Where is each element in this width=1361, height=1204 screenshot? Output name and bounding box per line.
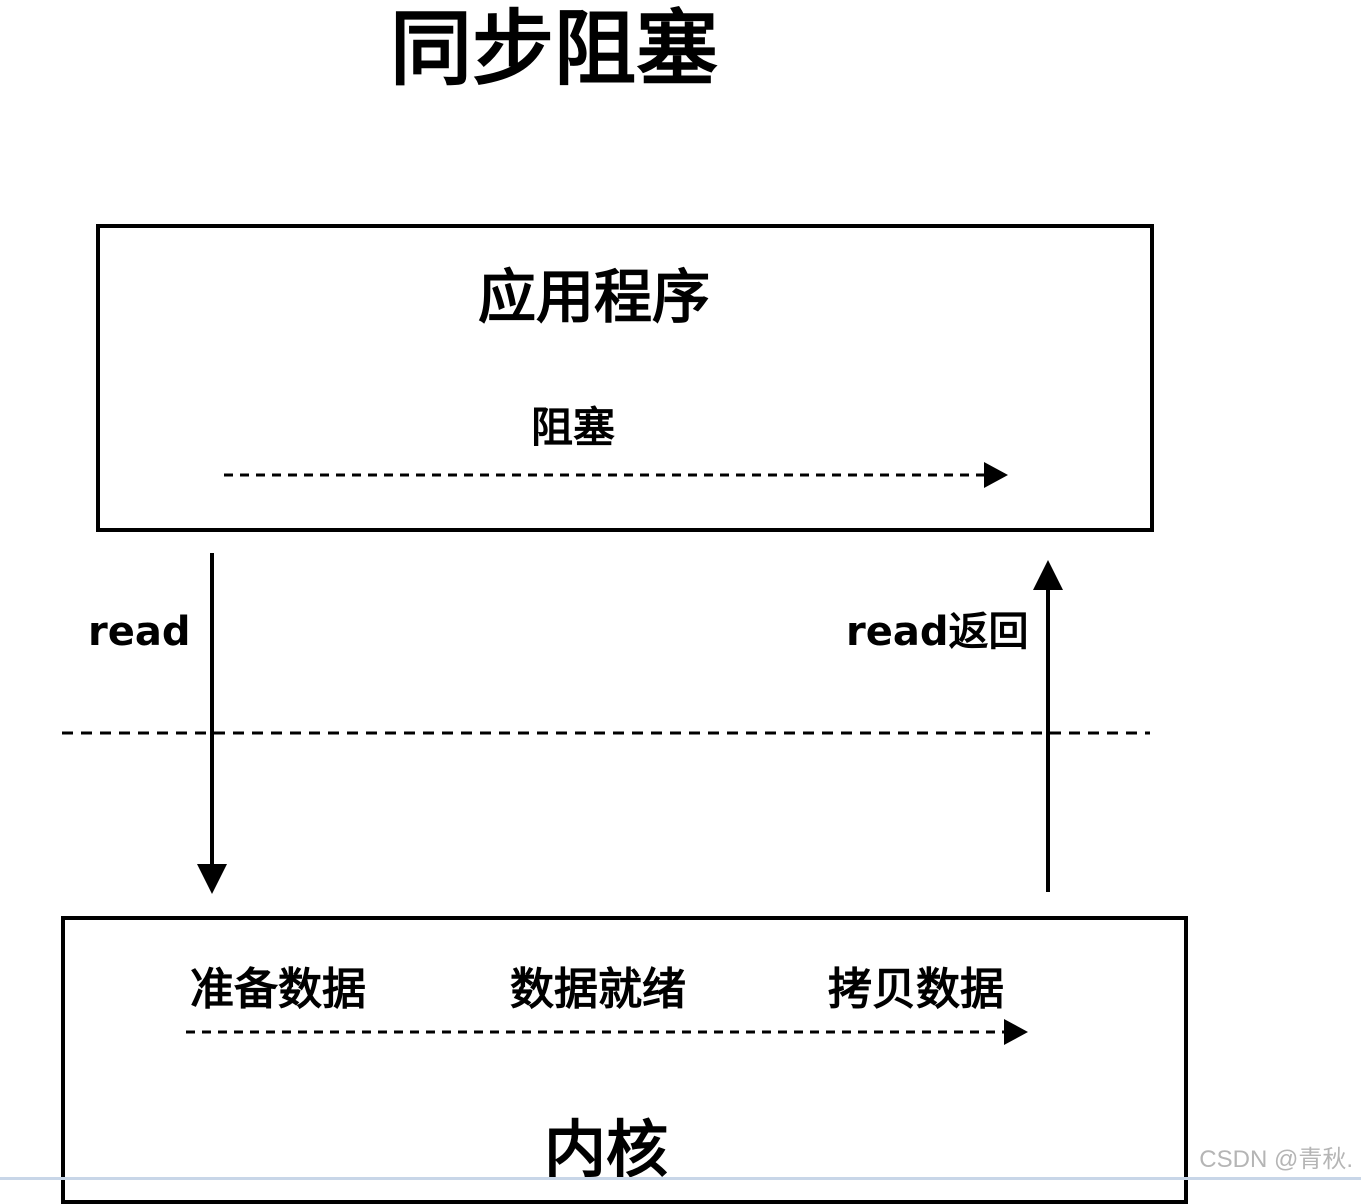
read-arrowhead bbox=[197, 864, 227, 894]
read-return-label: read返回 bbox=[846, 609, 1029, 655]
diagram-title: 同步阻塞 bbox=[390, 2, 719, 97]
read-return-arrowhead bbox=[1033, 560, 1063, 590]
kernel-label: 内核 bbox=[544, 1113, 669, 1186]
kernel-step-copy: 拷贝数据 bbox=[828, 964, 1004, 1015]
read-call-label: read bbox=[88, 609, 191, 655]
blocking-arrowhead bbox=[984, 462, 1008, 488]
kernel-step-ready: 数据就绪 bbox=[510, 964, 686, 1015]
application-label: 应用程序 bbox=[478, 263, 711, 331]
blocking-label: 阻塞 bbox=[531, 403, 616, 452]
watermark: CSDN @青秋. bbox=[1199, 1146, 1353, 1173]
application-box bbox=[96, 224, 1154, 532]
kernel-step-prepare: 准备数据 bbox=[190, 964, 366, 1015]
kernel-arrowhead bbox=[1004, 1019, 1028, 1045]
bottom-border bbox=[0, 1177, 1361, 1180]
